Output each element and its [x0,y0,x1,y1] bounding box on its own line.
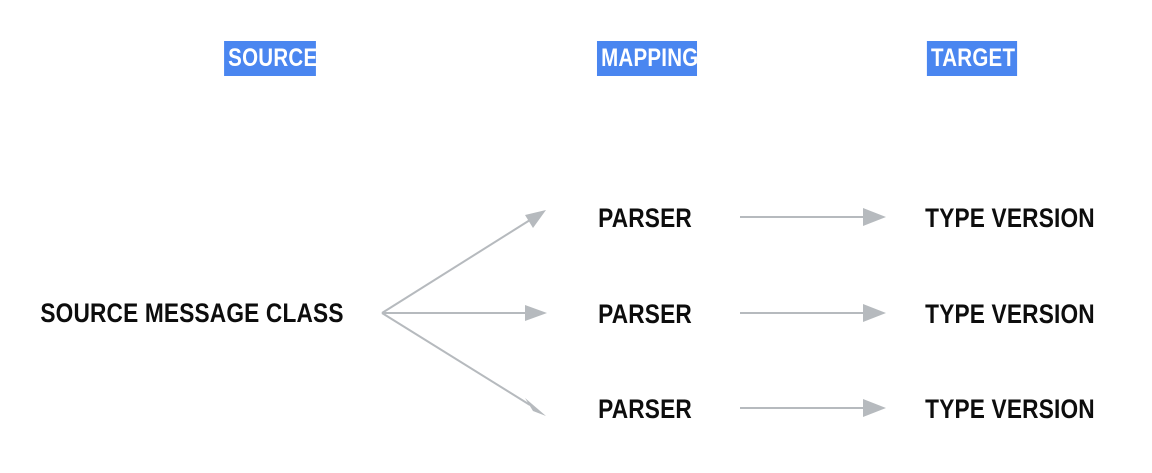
arrow-source-to-parser-1 [381,210,546,314]
node-source-message-class: SOURCE MESSAGE CLASS [40,298,344,328]
straight-arrow-group [740,208,886,417]
column-header-source: SOURCE [224,41,317,76]
node-parser-3: PARSER [598,394,692,424]
fan-arrow-group [381,210,547,416]
arrow-source-to-parser-3 [381,312,546,416]
arrow-parser-2-to-type-version-2 [740,304,886,322]
column-header-mapping: MAPPING [596,41,698,76]
node-type-version-3: TYPE VERSION [925,394,1095,424]
arrow-parser-3-to-type-version-3 [740,399,886,417]
arrow-source-to-parser-2 [382,305,547,321]
node-type-version-1: TYPE VERSION [925,203,1095,233]
column-header-target: TARGET [926,41,1018,76]
node-type-version-2: TYPE VERSION [925,299,1095,329]
arrow-parser-1-to-type-version-1 [740,208,886,226]
node-parser-2: PARSER [598,299,692,329]
node-parser-1: PARSER [598,203,692,233]
